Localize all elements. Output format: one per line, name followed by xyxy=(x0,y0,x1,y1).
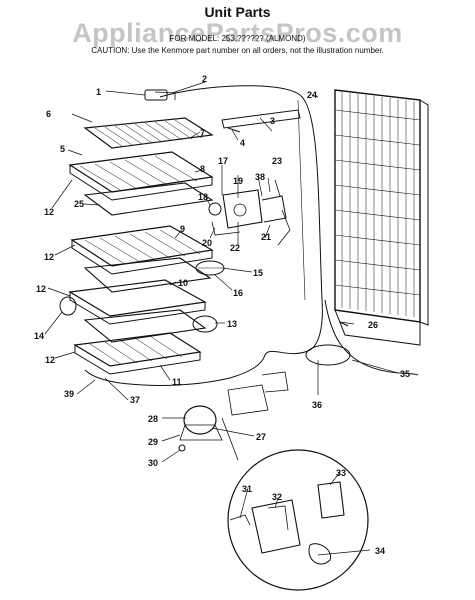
callout-2: 2 xyxy=(202,74,207,84)
callout-34: 34 xyxy=(375,546,385,556)
callout-28: 28 xyxy=(148,414,158,424)
compressor xyxy=(179,371,289,441)
detail-inset xyxy=(227,449,369,591)
callout-12d: 12 xyxy=(45,355,55,365)
callout-12b: 12 xyxy=(44,252,54,262)
callout-3: 3 xyxy=(270,116,275,126)
callout-12c: 12 xyxy=(36,284,46,294)
callout-29: 29 xyxy=(148,437,158,447)
callout-16: 16 xyxy=(233,288,243,298)
caution-note: CAUTION: Use the Kenmore part number on … xyxy=(91,46,384,55)
shelf-set xyxy=(68,117,214,375)
callout-35: 35 xyxy=(400,369,410,379)
page-title: Unit Parts xyxy=(204,4,271,20)
callout-12a: 12 xyxy=(44,207,54,217)
callout-24: 24 xyxy=(307,90,317,100)
callout-31: 31 xyxy=(242,484,252,494)
callout-9: 9 xyxy=(180,224,185,234)
callout-7: 7 xyxy=(200,128,205,138)
callout-21: 21 xyxy=(261,232,271,242)
control-assembly xyxy=(208,179,291,246)
callout-10: 10 xyxy=(178,278,188,288)
callout-20: 20 xyxy=(202,238,212,248)
callout-17: 17 xyxy=(218,156,228,166)
callout-37: 37 xyxy=(130,395,140,405)
callout-6: 6 xyxy=(46,109,51,119)
callout-33: 33 xyxy=(336,468,346,478)
callout-14: 14 xyxy=(34,331,44,341)
callout-30: 30 xyxy=(148,458,158,468)
callout-5: 5 xyxy=(60,144,65,154)
model-line: FOR MODEL: 253.?????? (ALMOND) xyxy=(169,34,306,43)
callout-1: 1 xyxy=(96,87,101,97)
callout-27: 27 xyxy=(256,432,266,442)
callout-26: 26 xyxy=(368,320,378,330)
callout-labels: 1 2 3 4 5 6 7 8 12 17 18 19 20 21 22 23 … xyxy=(34,74,410,556)
callout-19: 19 xyxy=(233,176,243,186)
callout-13: 13 xyxy=(227,319,237,329)
callout-22: 22 xyxy=(230,243,240,253)
watermark: AppliancePartsPros.com xyxy=(72,18,403,48)
evaporator-coil xyxy=(334,89,429,346)
callout-23: 23 xyxy=(272,156,282,166)
callout-18: 18 xyxy=(198,192,208,202)
part-3 xyxy=(221,109,301,129)
part-1 xyxy=(144,89,168,101)
callout-38: 38 xyxy=(255,172,265,182)
callout-11: 11 xyxy=(172,377,182,387)
callout-15: 15 xyxy=(253,268,263,278)
callout-4: 4 xyxy=(240,138,245,148)
callout-39: 39 xyxy=(64,389,74,399)
callout-32: 32 xyxy=(272,492,282,502)
leader-lines xyxy=(44,81,399,556)
page-header: Unit Parts AppliancePartsPros.com FOR MO… xyxy=(0,0,475,62)
callout-36: 36 xyxy=(312,400,322,410)
callout-25: 25 xyxy=(74,199,84,209)
callout-8: 8 xyxy=(200,164,205,174)
